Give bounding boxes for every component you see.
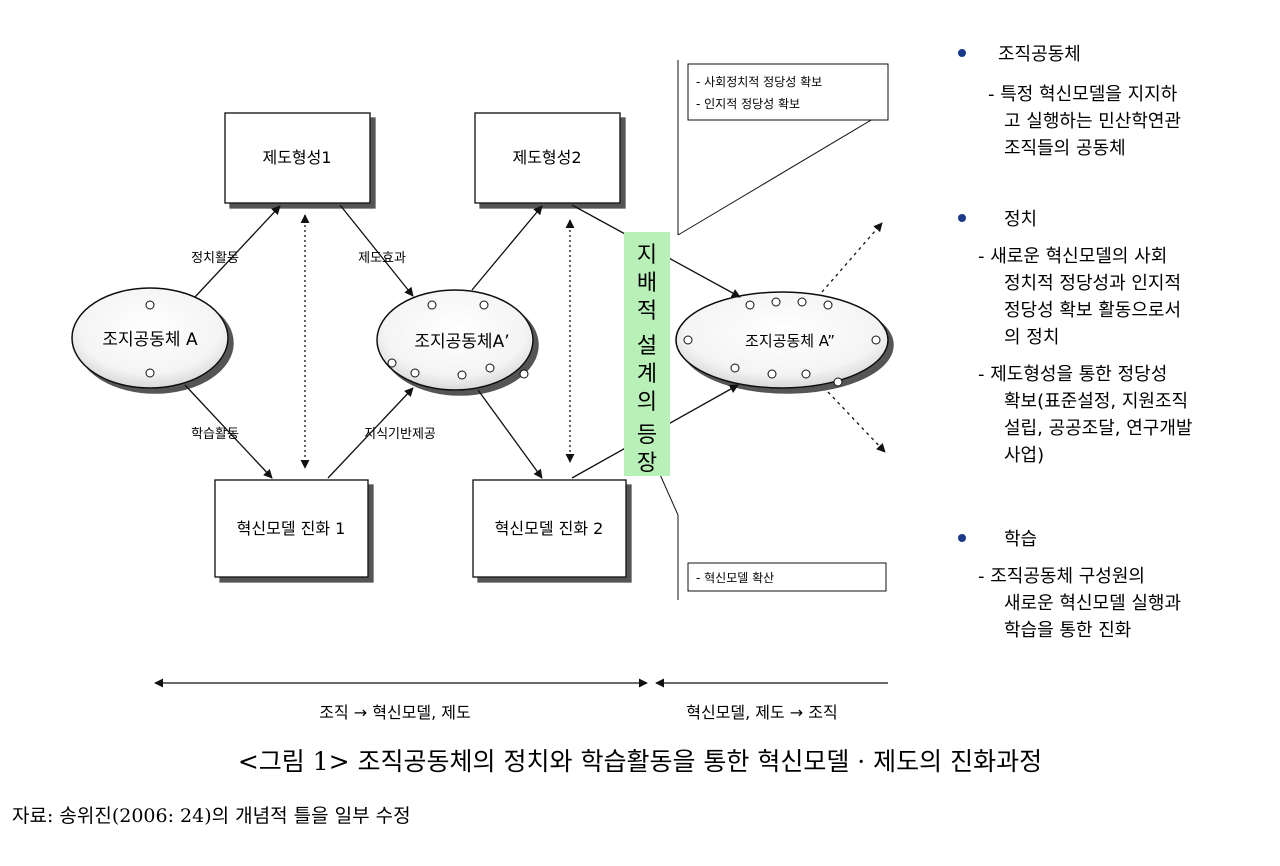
legend-line: 새로운 혁신모델 실행과 (1004, 593, 1181, 614)
callout-diffusion: - 혁신모델 확산 (657, 469, 887, 600)
callout-legitimacy-line2: - 인지적 정당성 확보 (696, 97, 800, 111)
arrow-knowledge (327, 387, 414, 479)
bullet-icon (958, 534, 966, 542)
banner-dominant-design: 지 배 적 설 계 의 등 장 (624, 232, 670, 476)
banner-char: 지 (637, 243, 657, 268)
box-evolution-1-label: 혁신모델 진화 1 (237, 519, 346, 538)
legend-line: - 새로운 혁신모델의 사회 (978, 246, 1167, 267)
legend: 조직공동체 - 특정 혁신모델을 지지하 고 실행하는 민산학연관 조직들의 공… (958, 44, 1193, 641)
legend-line: 정당성 확보 활동으로서 (1004, 300, 1181, 321)
legend-line: - 특정 혁신모델을 지지하 (988, 84, 1178, 105)
callout-legitimacy: - 사회정치적 정당성 확보 - 인지적 정당성 확보 (677, 60, 889, 236)
banner-char: 적 (637, 299, 657, 324)
legend-line: 사업) (1004, 445, 1044, 466)
figure-caption: <그림 1> 조직공동체의 정치와 학습활동을 통한 혁신모델 · 제도의 진화… (238, 747, 1042, 776)
arrow-learning-2 (477, 389, 543, 479)
bullet-icon (958, 49, 966, 57)
legend-line: 설립, 공공조달, 연구개발 (1004, 418, 1193, 439)
legend-line: 정치적 정당성과 인지적 (1004, 273, 1181, 294)
arrow-political-1 (194, 205, 281, 298)
ellipse-community-a1-label: 조지공동체A’ (414, 332, 509, 352)
legend-line: 확보(표준설정, 지원조직 (1004, 391, 1188, 412)
ellipse-community-a2: 조지공동체 A” (675, 291, 889, 389)
legend-line: 고 실행하는 민산학연관 (1004, 111, 1181, 132)
banner-char: 설 (637, 334, 657, 359)
ellipse-community-a: 조지공동체 A (71, 287, 229, 389)
ellipse-community-a1: 조지공동체A’ (376, 289, 534, 391)
legend-line: - 조직공동체 구성원의 (978, 566, 1145, 587)
ellipse-community-a2-label: 조지공동체 A” (745, 332, 835, 350)
legend-title-learning: 학습 (1004, 529, 1037, 550)
ellipse-community-a-label: 조지공동체 A (102, 330, 198, 350)
box-institution-2-label: 제도형성2 (512, 148, 581, 167)
arrow-political-2 (471, 205, 543, 291)
banner-char: 계 (637, 362, 657, 387)
axis-label-left: 조직 → 혁신모델, 제도 (319, 703, 471, 722)
arrows (184, 204, 886, 479)
callout-legitimacy-line1: - 사회정치적 정당성 확보 (696, 75, 822, 89)
banner-char: 장 (637, 451, 657, 476)
arrow-learning-1 (184, 384, 273, 479)
edge-label-political: 정치활동 (191, 251, 239, 266)
box-evolution-1: 혁신모델 진화 1 (214, 479, 369, 578)
legend-line: 학습을 통한 진화 (1004, 620, 1131, 641)
banner-char: 배 (637, 271, 657, 296)
box-evolution-2-label: 혁신모델 진화 2 (495, 519, 604, 538)
axis-label-right: 혁신모델, 제도 → 조직 (686, 703, 838, 722)
edge-label-inst-effect: 제도효과 (358, 251, 406, 266)
arrow-inst-effect (339, 204, 414, 297)
callout-diffusion-line: - 혁신모델 확산 (696, 571, 774, 585)
legend-title-politics: 정치 (1004, 209, 1037, 230)
banner-char: 등 (637, 423, 657, 448)
box-institution-1-label: 제도형성1 (262, 148, 331, 167)
banner-char: 의 (637, 390, 657, 415)
arrow-dotted-out-down (827, 391, 886, 453)
edge-label-knowledge: 지식기반제공 (364, 427, 436, 442)
box-institution-1: 제도형성1 (224, 112, 371, 204)
legend-line: 조직들의 공동체 (1004, 138, 1126, 159)
arrow-dotted-out-up (821, 222, 883, 293)
legend-line: 의 정치 (1004, 327, 1059, 348)
figure-source: 자료: 송위진(2006: 24)의 개념적 틀을 일부 수정 (12, 805, 411, 827)
legend-line: - 제도형성을 통한 정당성 (978, 364, 1167, 385)
box-institution-2: 제도형성2 (474, 112, 621, 204)
edge-label-learning: 학습활동 (191, 427, 239, 442)
legend-title-community: 조직공동체 (998, 44, 1081, 65)
box-evolution-2: 혁신모델 진화 2 (472, 479, 627, 578)
bullet-icon (958, 214, 966, 222)
